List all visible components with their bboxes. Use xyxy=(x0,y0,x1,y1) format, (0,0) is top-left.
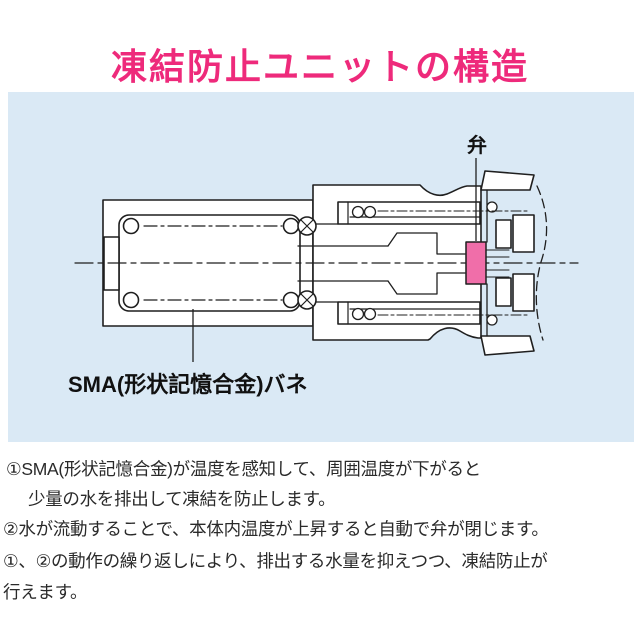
coil-bottom-right-icon xyxy=(282,291,300,309)
valve-label: 弁 xyxy=(467,133,487,157)
valve-highlight xyxy=(465,241,487,285)
piston-head-bottom xyxy=(387,272,466,295)
freeze-unit-diagram: 弁 SMA(形状記憶合金)バネ xyxy=(8,92,634,442)
seat-block-bottom xyxy=(495,277,512,307)
cartridge-oring-bottom2-icon xyxy=(363,307,377,321)
unit-cross-section xyxy=(74,170,579,356)
coil-bottom-left-icon xyxy=(122,291,140,309)
spring-label: SMA(形状記憶合金)バネ xyxy=(68,372,308,397)
flange-oring-bottom-icon xyxy=(486,314,498,326)
page-title: 凍結防止ユニットの構造 xyxy=(110,46,529,87)
flange-bottom xyxy=(480,335,535,356)
coil-top-left-icon xyxy=(122,217,140,235)
description-line-2: 少量の水を排出して凍結を防止します。 xyxy=(28,489,336,509)
cartridge-oring-bottom-icon xyxy=(351,307,365,321)
description-line-5: 行えます。 xyxy=(3,582,88,602)
description-line-3: ②水が流動することで、本体内温度が上昇すると自動で弁が閉じます。 xyxy=(3,519,549,539)
coil-top-right-icon xyxy=(282,217,300,235)
pipe-break-line xyxy=(535,185,548,341)
description-line-4: ①、②の動作の繰り返しにより、排出する水量を抑えつつ、凍結防止が xyxy=(3,551,548,571)
flow-passage-lines xyxy=(485,249,510,278)
piston-head-top xyxy=(387,232,466,255)
piston-rod xyxy=(297,245,389,282)
flange-oring-top-icon xyxy=(486,201,498,213)
piston-oring-bottom-x xyxy=(300,293,314,307)
description-line-1: ①SMA(形状記憶合金)が温度を感知して、周囲温度が下がると xyxy=(6,459,481,479)
seat-block-bottom-outer xyxy=(512,273,535,312)
seat-block-top-outer xyxy=(512,214,535,253)
flange-top xyxy=(480,170,535,191)
cartridge-oring-top2-icon xyxy=(363,205,377,219)
cartridge-oring-top-icon xyxy=(351,205,365,219)
seat-block-top xyxy=(495,219,512,249)
nut-shoulders xyxy=(312,223,339,303)
piston-oring-top-x xyxy=(300,219,314,233)
